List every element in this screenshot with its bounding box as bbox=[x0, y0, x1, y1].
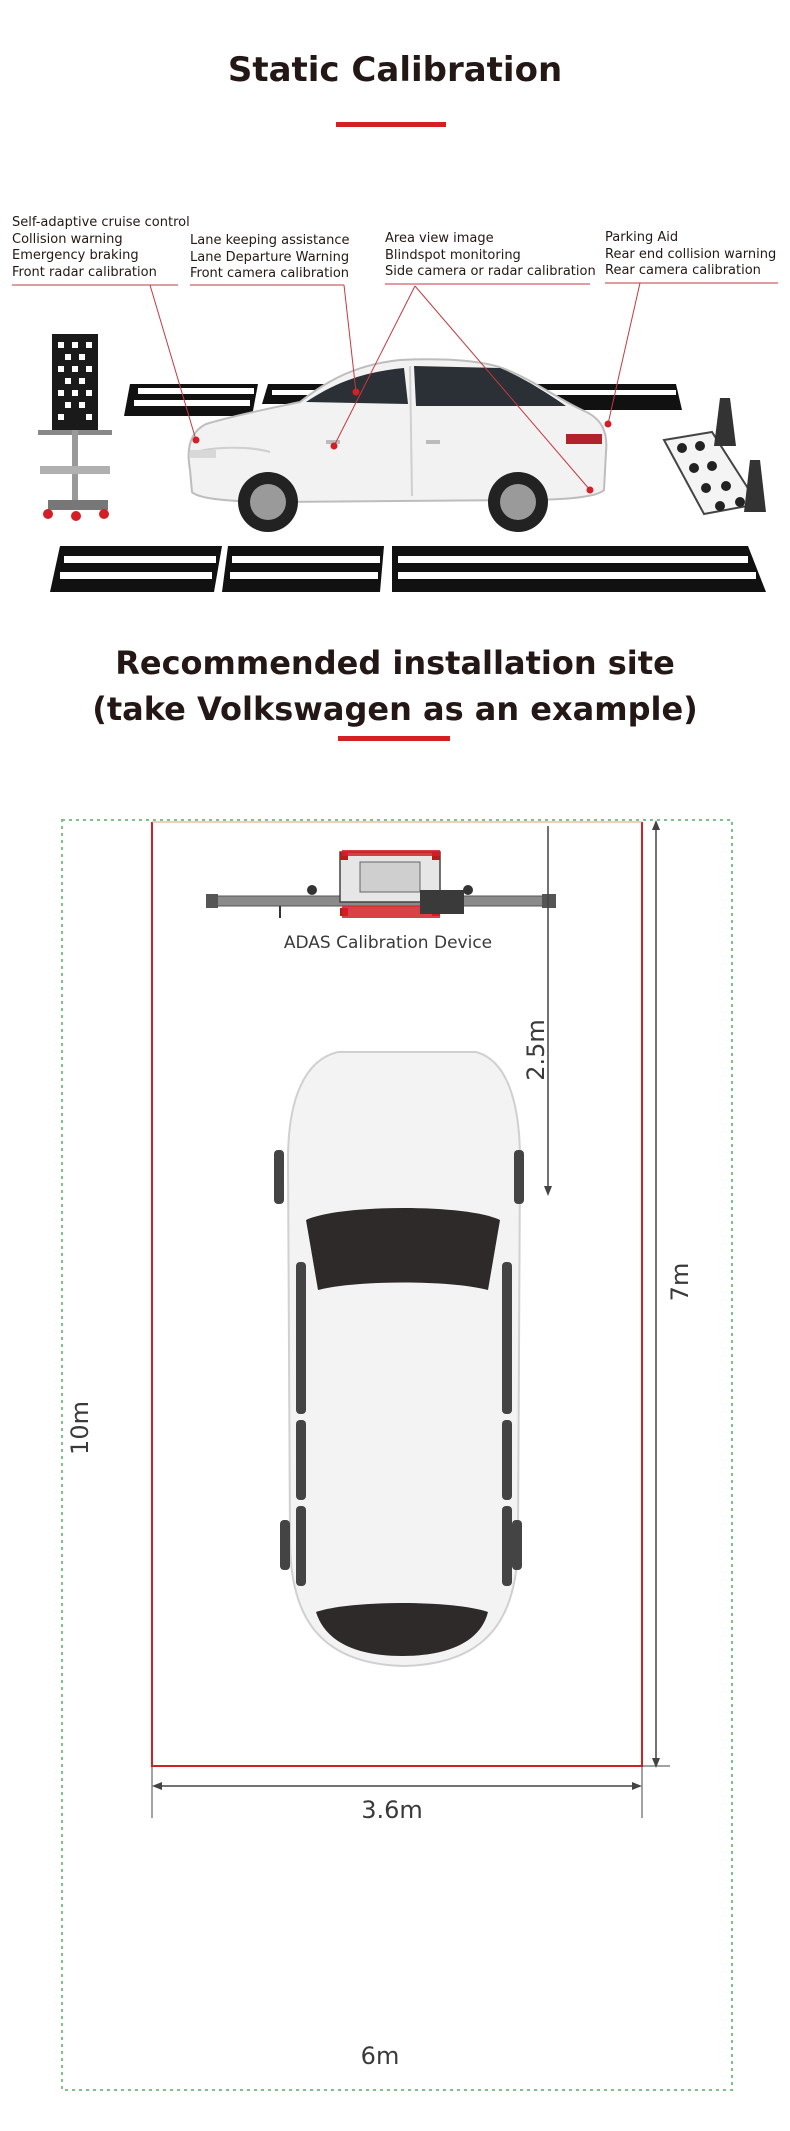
site-boundary bbox=[61, 819, 733, 2091]
callout-line: Rear end collision warning bbox=[605, 246, 777, 262]
callout-line: Area view image bbox=[385, 231, 494, 246]
title-line-1: Recommended installation site bbox=[115, 644, 675, 682]
device-label: ADAS Calibration Device bbox=[284, 933, 492, 953]
adas-device-top-view bbox=[206, 850, 556, 918]
callout-line: Rear camera calibration bbox=[605, 263, 761, 278]
rear-calibration-targets bbox=[662, 398, 766, 516]
dimension-device-to-car: 2.5m bbox=[522, 826, 552, 1196]
calibration-bay-boundary bbox=[151, 822, 643, 1767]
callout-line: Blindspot monitoring bbox=[385, 247, 521, 263]
callout-line: Front radar calibration bbox=[12, 264, 157, 280]
car-top-view bbox=[274, 1051, 524, 1668]
callout-side-camera: Area view image Blindspot monitoring Sid… bbox=[385, 231, 596, 281]
page-title-installation-site: Recommended installation site (take Volk… bbox=[0, 640, 790, 732]
title-line-2: (take Volkswagen as an example) bbox=[92, 690, 698, 728]
page-title-static-calibration: Static Calibration bbox=[227, 50, 563, 90]
callout-line: Side camera or radar calibration bbox=[385, 264, 596, 279]
dimension-bay-width: 3.6m bbox=[151, 1766, 643, 1824]
calibration-target-stand bbox=[38, 334, 112, 521]
callout-front-camera: Lane keeping assistance Lane Departure W… bbox=[190, 233, 349, 283]
callout-line: Parking Aid bbox=[605, 230, 679, 245]
callout-line: Lane Departure Warning bbox=[190, 249, 350, 265]
callout-line: Emergency braking bbox=[12, 248, 139, 263]
static-calibration-illustration bbox=[12, 282, 778, 592]
callout-front-radar: Self-adaptive cruise control Collision w… bbox=[12, 215, 190, 281]
callout-line: Lane keeping assistance bbox=[190, 233, 350, 248]
title-underline-2 bbox=[338, 736, 450, 741]
title-underline-1 bbox=[336, 122, 446, 127]
car-side-view bbox=[187, 358, 608, 532]
callout-line: Self-adaptive cruise control bbox=[12, 215, 190, 230]
callout-line: Front camera calibration bbox=[190, 266, 350, 281]
callout-lines bbox=[12, 282, 778, 491]
dimension-bay-length: 7m bbox=[642, 820, 694, 1768]
dimension-label-device-to-car: 2.5m bbox=[522, 1019, 550, 1081]
callout-rear-camera: Parking Aid Rear end collision warning R… bbox=[605, 230, 776, 280]
dimension-label-bay-length: 7m bbox=[666, 1263, 694, 1302]
dimension-label-bay-width: 3.6m bbox=[361, 1796, 423, 1824]
dimension-label-site-length: 10m bbox=[66, 1401, 94, 1455]
callout-dots bbox=[192, 388, 612, 494]
callout-line: Collision warning bbox=[12, 231, 123, 247]
lane-stripes-front bbox=[50, 546, 766, 592]
dimension-label-site-width: 6m bbox=[361, 2042, 400, 2070]
